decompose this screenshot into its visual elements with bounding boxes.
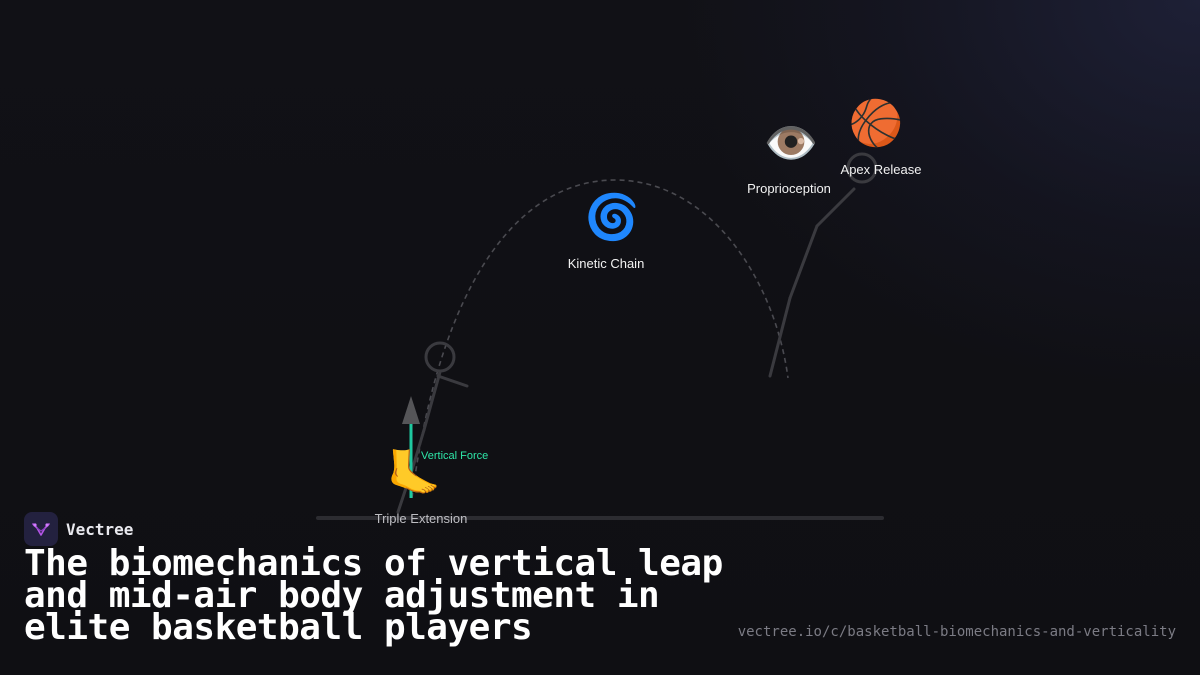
- apex-head: [846, 152, 878, 184]
- basketball-icon: 🏀: [848, 98, 904, 149]
- vectree-logo-icon: [24, 512, 58, 546]
- cyclone-icon: 🌀: [584, 192, 640, 243]
- apex-figure: [768, 152, 878, 378]
- brand-name: Vectree: [66, 519, 134, 539]
- trajectory-arc: [411, 179, 789, 499]
- eye-icon: 👁️: [763, 118, 819, 169]
- node-label-kinetic-chain: Kinetic Chain: [567, 256, 645, 271]
- page-title: The biomechanics of vertical leap and mi…: [24, 543, 723, 648]
- foot-icon: 🦶: [386, 448, 442, 499]
- node-label-proprioception: Proprioception: [747, 181, 831, 196]
- brand: Vectree: [24, 512, 133, 546]
- source-url[interactable]: vectree.io/c/basketball-biomechanics-and…: [737, 624, 1176, 640]
- node-label-triple-extension: Triple Extension: [374, 511, 468, 526]
- vertical-force-arrow: [402, 396, 420, 498]
- vertical-force-label: Vertical Force: [421, 450, 489, 462]
- takeoff-head: [424, 341, 456, 373]
- node-label-apex-release: Apex Release: [840, 162, 922, 177]
